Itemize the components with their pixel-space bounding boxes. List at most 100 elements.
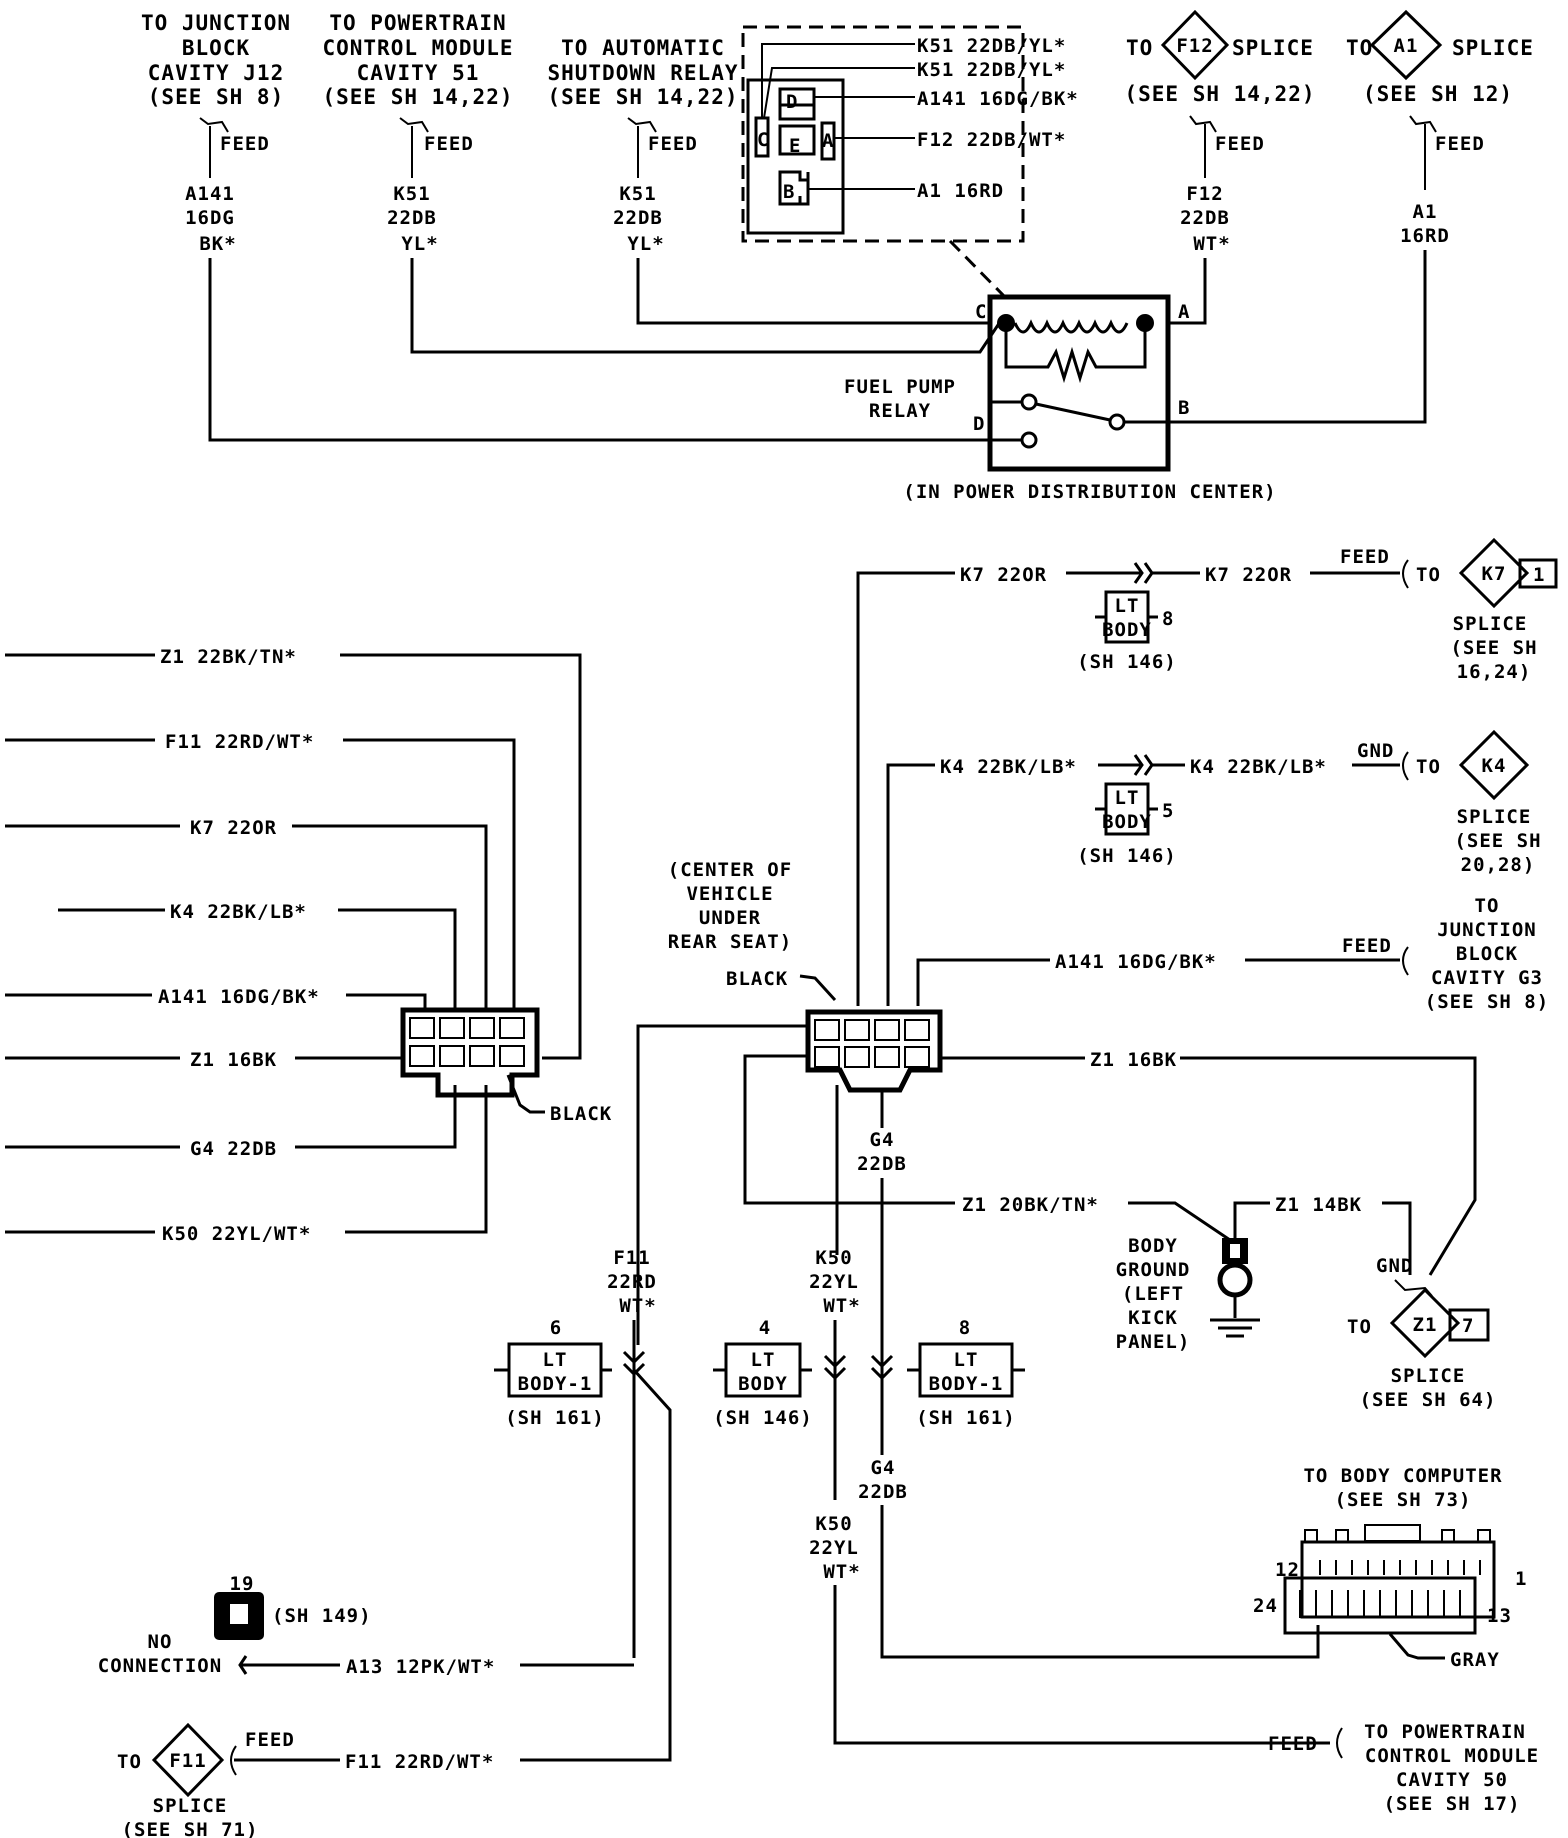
splice-pin: 1 [1533, 564, 1545, 586]
to-label: TO [1126, 36, 1153, 60]
wire-label: K51 22DB/YL* [917, 59, 1066, 81]
splice-pin: 7 [1462, 1315, 1474, 1337]
sheet-ref: (SEE SH 12) [1363, 82, 1513, 106]
dest-line: BLOCK [1456, 943, 1518, 965]
wire-color: BK* [199, 233, 236, 255]
relay-location: (IN POWER DISTRIBUTION CENTER) [903, 481, 1276, 503]
wire-label: K4 22BK/LB* [170, 901, 307, 923]
conn-label: BODY-1 [518, 1373, 593, 1395]
feed-connector-symbol [627, 117, 657, 133]
conn-label: BODY [1102, 619, 1152, 641]
wire-color: WT* [823, 1561, 860, 1583]
relay-body [987, 294, 1171, 472]
dest-line: CAVITY 50 [1396, 1769, 1508, 1791]
conn-pin: 5 [1162, 800, 1174, 822]
label-line: TO JUNCTION [141, 11, 291, 35]
resistor [1004, 323, 1147, 384]
sheet-ref: (SH 149) [272, 1605, 372, 1627]
location-line: REAR SEAT) [668, 931, 792, 953]
splice-pin-box [1448, 1308, 1490, 1342]
wire-label: Z1 14BK [1275, 1194, 1362, 1216]
wire-label: G4 22DB [190, 1138, 277, 1160]
wire-k51-to-coil [410, 258, 1002, 354]
feed-connector-symbol [1402, 946, 1409, 976]
wire-label: Z1 20BK/TN* [962, 1194, 1099, 1216]
wire-label: K51 22DB/YL* [917, 35, 1066, 57]
ground-label: BODY [1128, 1235, 1178, 1257]
feed-connector-symbol [1336, 1727, 1343, 1759]
pin-label: B [783, 181, 795, 203]
to-label: TO [1416, 564, 1441, 586]
sheet-ref: (SH 161) [505, 1407, 605, 1429]
wire-color: WT* [823, 1295, 860, 1317]
wire-z1-16bk [1180, 1056, 1477, 1276]
connector-color: BLACK [726, 968, 788, 990]
feed-connector-symbol [1402, 751, 1409, 781]
splice-label: SPLICE [1452, 36, 1534, 60]
wire-f11-splice [520, 1368, 672, 1762]
feed-label: FEED [1342, 935, 1392, 957]
feed-junction-block-j12: TO JUNCTION BLOCK CAVITY J12 (SEE SH 8) … [141, 11, 291, 255]
conn-label: BODY [738, 1373, 788, 1395]
conn-pin: 19 [230, 1573, 255, 1595]
location-line: UNDER [699, 907, 761, 929]
pin-number: 13 [1487, 1605, 1512, 1627]
conn-label: BODY [1102, 811, 1152, 833]
splice-label: 20,28) [1461, 854, 1536, 876]
ground-ring [1217, 1262, 1253, 1298]
wire-a141 [916, 958, 1050, 1006]
dest-line: TO POWERTRAIN [1364, 1721, 1526, 1743]
splice-id: A1 [1394, 35, 1419, 57]
feed-label: FEED [220, 133, 270, 155]
switch-contact [1020, 393, 1038, 411]
wire-a141-to-d [208, 258, 990, 442]
wire-k4 [886, 763, 935, 1006]
wire-color: WT* [619, 1295, 656, 1317]
wire-gauge: 22DB [613, 207, 663, 229]
to-label: TO [1347, 1316, 1372, 1338]
wire-code: F11 [613, 1247, 650, 1269]
connector-cavities [409, 1017, 525, 1067]
pin-e [778, 124, 816, 156]
feed-connector-symbol [230, 1745, 237, 1776]
ground-label: KICK [1128, 1307, 1178, 1329]
body-computer-title: (SEE SH 73) [1335, 1489, 1472, 1511]
wire-label: F11 22RD/WT* [345, 1751, 494, 1773]
pin-b [778, 170, 810, 206]
wire-k7 [856, 571, 955, 1006]
wire-gauge: 16RD [1400, 225, 1450, 247]
wire-label: K4 22BK/LB* [940, 756, 1077, 778]
wire-label: K7 22OR [190, 817, 277, 839]
wire-k50-to-pcm [833, 1585, 1330, 1745]
label-line: (SEE SH 14,22) [547, 85, 738, 109]
splice-id: F11 [169, 1750, 206, 1772]
label-line: (SEE SH 8) [148, 85, 284, 109]
feed-label: FEED [1268, 1733, 1318, 1755]
connector-body [400, 1007, 540, 1098]
feed-connector-symbol [1402, 559, 1409, 589]
dashed-leader [948, 239, 1007, 299]
splice-id: F12 [1176, 35, 1213, 57]
wire-label: K50 22YL/WT* [162, 1223, 311, 1245]
feed-label: FEED [245, 1729, 295, 1751]
wire-k4 [338, 908, 457, 1010]
pin-label: A [822, 130, 834, 152]
feed-connector-symbol [1189, 115, 1217, 133]
wire-code: G4 [870, 1129, 895, 1151]
switch-arm [1035, 402, 1111, 422]
splice-label: SPLICE [1453, 613, 1528, 635]
relay-wiring [208, 250, 1427, 442]
wire-k7 [292, 824, 488, 1010]
splice-diamond [151, 1722, 225, 1798]
label-line: TO AUTOMATIC [561, 36, 725, 60]
conn-label: LT [1115, 595, 1140, 617]
wire-label: Z1 22BK/TN* [160, 646, 297, 668]
body-computer-title: TO BODY COMPUTER [1303, 1465, 1502, 1487]
conn-label: BODY-1 [929, 1373, 1004, 1395]
to-label: TO [1416, 756, 1441, 778]
pin-number: 12 [1275, 1559, 1300, 1581]
wire-z1-22bk [340, 653, 582, 1060]
wire-gauge: 22RD [607, 1271, 657, 1293]
pin-label: D [786, 91, 798, 113]
